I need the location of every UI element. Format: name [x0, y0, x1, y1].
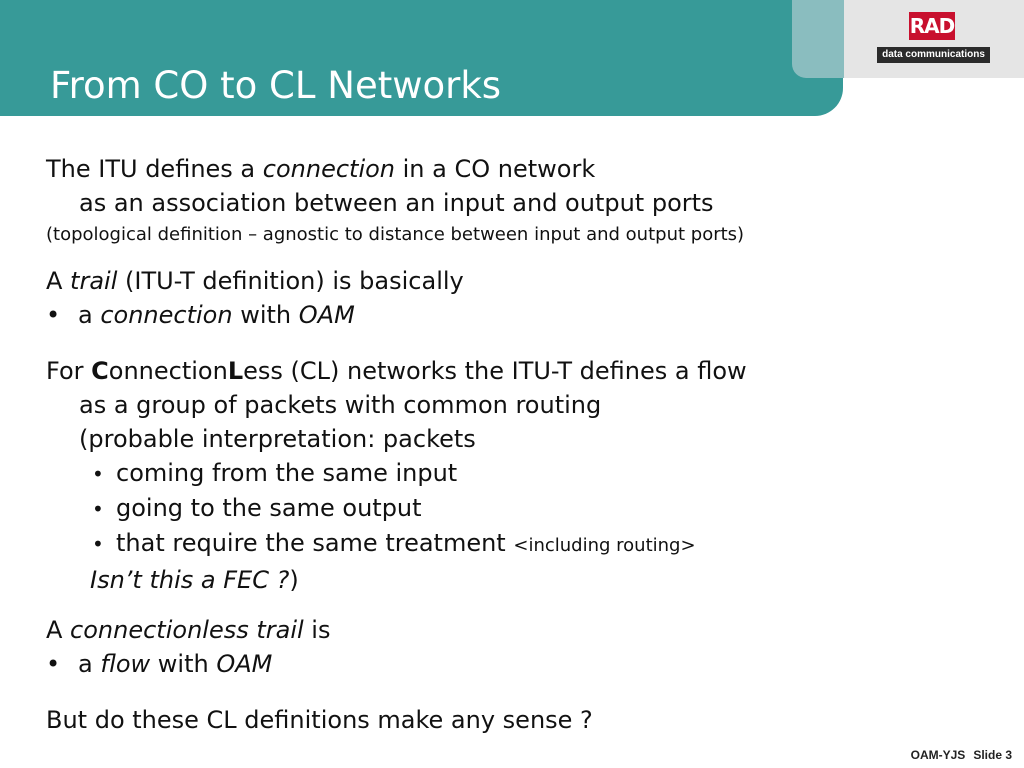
- rad-logo-subtitle: data communications: [877, 47, 990, 63]
- text-bold: C: [91, 357, 109, 385]
- text: a: [78, 301, 101, 329]
- text: A: [46, 267, 71, 295]
- p1-line1: The ITU defines a connection in a CO net…: [46, 152, 1006, 186]
- p3-line2: as a group of packets with common routin…: [79, 391, 602, 419]
- text-bold: L: [227, 357, 244, 385]
- text-italic: connection: [262, 155, 395, 183]
- bullet-dot: •: [46, 650, 61, 678]
- text: with: [232, 301, 299, 329]
- p2-bullet: • a connection with OAM: [46, 298, 1006, 332]
- text: (ITU-T definition) is basically: [117, 267, 464, 295]
- footer-label: OAM-YJS: [910, 748, 966, 762]
- text: ess (CL) networks the ITU-T defines a fl…: [243, 357, 747, 385]
- text-italic: trail: [70, 267, 118, 295]
- text: For: [46, 357, 92, 385]
- p4-line1: A connectionless trail is: [46, 613, 1006, 647]
- p3-line3: (probable interpretation: packets: [79, 425, 476, 453]
- text: is: [303, 616, 331, 644]
- text-small: <including routing>: [513, 535, 696, 556]
- slide-body: The ITU defines a connection in a CO net…: [46, 152, 1006, 737]
- text: coming from the same input: [116, 459, 458, 487]
- text: in a CO network: [395, 155, 596, 183]
- text: with: [150, 650, 217, 678]
- p3-sub-bullet-3: • that require the same treatment <includ…: [46, 526, 1006, 563]
- title-band: [0, 0, 843, 116]
- bullet-dot: •: [92, 532, 104, 556]
- p3-closing: Isn’t this a FEC ?): [46, 563, 1006, 597]
- p3-line1: For ConnectionLess (CL) networks the ITU…: [46, 354, 1006, 388]
- text: going to the same output: [116, 494, 422, 522]
- p4-bullet: • a flow with OAM: [46, 647, 1006, 681]
- text-italic: connectionless trail: [70, 616, 304, 644]
- text: ): [289, 566, 299, 594]
- text: onnection: [108, 357, 228, 385]
- text: a: [78, 650, 101, 678]
- p3-sub-bullet-2: • going to the same output: [46, 491, 1006, 526]
- bullet-dot: •: [92, 462, 104, 486]
- text-italic: flow: [100, 650, 151, 678]
- bullet-dot: •: [92, 497, 104, 521]
- text-italic: OAM: [216, 650, 273, 678]
- text: The ITU defines a: [46, 155, 263, 183]
- text-italic: Isn’t this a FEC ?: [90, 566, 290, 594]
- p2-line1: A trail (ITU-T definition) is basically: [46, 264, 1006, 298]
- text: that require the same treatment: [116, 529, 514, 557]
- slide-footer: OAM-YJS Slide 3: [911, 748, 1012, 762]
- text-italic: connection: [100, 301, 233, 329]
- slide-title: From CO to CL Networks: [50, 64, 502, 107]
- p1-note: (topological definition – agnostic to di…: [46, 224, 745, 245]
- p1-line2: as an association between an input and o…: [79, 189, 714, 217]
- p3-sub-bullet-1: • coming from the same input: [46, 456, 1006, 491]
- text-italic: OAM: [298, 301, 355, 329]
- rad-logo-mark: RAD: [909, 12, 955, 40]
- bullet-dot: •: [46, 301, 61, 329]
- text: A: [46, 616, 71, 644]
- p5-line: But do these CL definitions make any sen…: [46, 706, 593, 734]
- slide-number: Slide 3: [973, 748, 1012, 762]
